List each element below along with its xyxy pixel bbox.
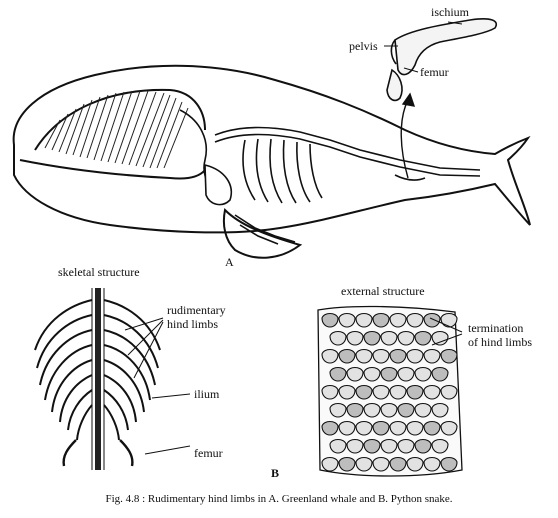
scale (389, 420, 407, 436)
scale (431, 402, 449, 418)
label-ischium: ischium (431, 5, 469, 19)
scale (440, 312, 458, 328)
scale (321, 384, 339, 400)
whale-pelvis-inset (386, 18, 497, 102)
label-skeletal-structure: skeletal structure (58, 265, 140, 279)
scale (397, 366, 415, 382)
label-femur-snake: femur (194, 446, 223, 460)
label-femur-whale: femur (420, 65, 449, 79)
scale (338, 348, 356, 364)
scale (321, 348, 339, 364)
scale (431, 366, 449, 382)
scale (346, 438, 364, 454)
scale (414, 366, 432, 382)
scale (406, 348, 424, 364)
scale (406, 420, 424, 436)
scale (346, 366, 364, 382)
scale (372, 456, 390, 472)
scale (380, 402, 398, 418)
label-rudimentary-1: rudimentary (167, 303, 226, 317)
scale (406, 456, 424, 472)
scale (397, 438, 415, 454)
scale (431, 438, 449, 454)
scale (355, 420, 373, 436)
scale (321, 456, 339, 472)
scale (329, 402, 347, 418)
scale (414, 438, 432, 454)
scale (321, 420, 339, 436)
scale (397, 402, 415, 418)
scale (355, 348, 373, 364)
scale (440, 348, 458, 364)
whale-skeleton (179, 109, 481, 245)
scale (355, 384, 373, 400)
scale (372, 420, 390, 436)
scale (338, 384, 356, 400)
scale (363, 330, 381, 346)
scale (440, 384, 458, 400)
scale (406, 384, 424, 400)
scale (440, 456, 458, 472)
scale (329, 366, 347, 382)
termination-leaders (429, 317, 463, 346)
scale (380, 366, 398, 382)
scale (338, 420, 356, 436)
scale (346, 330, 364, 346)
snake-skeleton (34, 288, 161, 470)
scale (380, 330, 398, 346)
scale (423, 456, 441, 472)
figure-caption: Fig. 4.8 : Rudimentary hind limbs in A. … (105, 493, 453, 505)
label-termination-2: of hind limbs (468, 335, 533, 349)
scale (346, 402, 364, 418)
label-external-structure: external structure (341, 284, 425, 298)
scale (389, 456, 407, 472)
scale (431, 330, 449, 346)
snake-scales (321, 312, 458, 472)
scale (329, 330, 347, 346)
scale (389, 312, 407, 328)
scale (363, 402, 381, 418)
scale (406, 312, 424, 328)
whale-body (12, 64, 531, 259)
scale (321, 312, 339, 328)
label-termination-1: termination (468, 321, 524, 335)
label-ilium: ilium (194, 387, 220, 401)
label-pelvis: pelvis (349, 39, 378, 53)
scale (389, 384, 407, 400)
whale-leaders (384, 21, 463, 73)
scale (423, 348, 441, 364)
scale (380, 438, 398, 454)
scale (389, 348, 407, 364)
label-part-b: B (271, 466, 280, 480)
label-rudimentary-2: hind limbs (167, 317, 219, 331)
scale (338, 456, 356, 472)
scale (414, 402, 432, 418)
scale (372, 348, 390, 364)
whale-baleen (44, 90, 189, 169)
scale (423, 384, 441, 400)
scale (363, 366, 381, 382)
scale (363, 438, 381, 454)
scale (329, 438, 347, 454)
scale (355, 456, 373, 472)
whale-arrow (400, 92, 416, 179)
scale (423, 312, 441, 328)
scale (355, 312, 373, 328)
scale (397, 330, 415, 346)
scale (338, 312, 356, 328)
scale (440, 420, 458, 436)
scale (372, 384, 390, 400)
label-part-a: A (225, 255, 234, 269)
scale (414, 330, 432, 346)
snake-leaders (124, 317, 191, 455)
scale (372, 312, 390, 328)
scale (423, 420, 441, 436)
